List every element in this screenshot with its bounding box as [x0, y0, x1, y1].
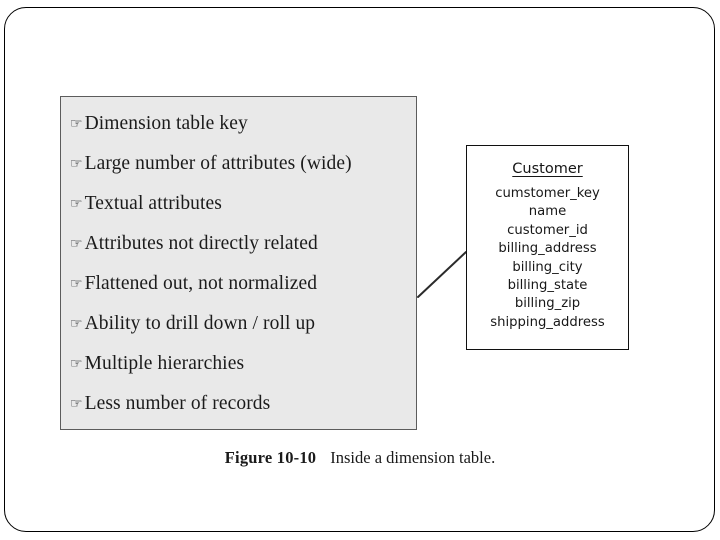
list-item-label: Attributes not directly related [84, 233, 318, 254]
dimension-characteristics-panel: ☞ Dimension table key ☞ Large number of … [60, 96, 417, 430]
customer-field: shipping_address [490, 314, 605, 330]
customer-table-title: Customer [512, 161, 583, 177]
customer-field: customer_id [507, 222, 588, 238]
list-item-label: Less number of records [84, 393, 271, 414]
dimension-to-customer-connector [417, 251, 467, 298]
pointing-hand-bullet-icon: ☞ [70, 236, 83, 252]
list-item-label: Dimension table key [84, 113, 248, 134]
list-item: ☞ Ability to drill down / roll up [70, 304, 412, 344]
pointing-hand-bullet-icon: ☞ [70, 356, 83, 372]
list-item: ☞ Less number of records [70, 384, 412, 424]
list-item-label: Large number of attributes (wide) [84, 153, 352, 174]
figure-caption-text: Inside a dimension table. [330, 448, 496, 467]
customer-field: billing_zip [514, 296, 581, 312]
list-item: ☞ Flattened out, not normalized [70, 264, 412, 304]
list-item: ☞ Attributes not directly related [70, 224, 412, 264]
figure-caption-label: Figure 10-10 [224, 448, 317, 467]
pointing-hand-bullet-icon: ☞ [70, 396, 83, 412]
list-item: ☞ Multiple hierarchies [70, 344, 412, 384]
list-item-label: Textual attributes [84, 193, 222, 214]
list-item: ☞ Dimension table key [70, 104, 412, 144]
slide-frame-border [4, 7, 715, 532]
list-item-label: Ability to drill down / roll up [84, 313, 316, 334]
customer-field: billing_state [507, 278, 588, 294]
pointing-hand-bullet-icon: ☞ [70, 156, 83, 172]
pointing-hand-bullet-icon: ☞ [70, 316, 83, 332]
customer-field: billing_address [498, 241, 597, 257]
customer-table-box: Customer cumstomer_key name customer_id … [466, 145, 629, 350]
customer-field: billing_city [512, 259, 583, 275]
pointing-hand-bullet-icon: ☞ [70, 116, 83, 132]
list-item: ☞ Textual attributes [70, 184, 412, 224]
pointing-hand-bullet-icon: ☞ [70, 276, 83, 292]
list-item-label: Multiple hierarchies [84, 353, 245, 374]
list-item: ☞ Large number of attributes (wide) [70, 144, 412, 184]
customer-field: cumstomer_key [495, 186, 600, 201]
dimension-characteristics-list: ☞ Dimension table key ☞ Large number of … [70, 104, 412, 424]
pointing-hand-bullet-icon: ☞ [70, 196, 83, 212]
figure-caption: Figure 10-10 Inside a dimension table. [0, 448, 720, 468]
customer-field: name [528, 204, 567, 220]
list-item-label: Flattened out, not normalized [84, 273, 318, 294]
customer-field-list: cumstomer_key name customer_id billing_a… [467, 185, 628, 332]
